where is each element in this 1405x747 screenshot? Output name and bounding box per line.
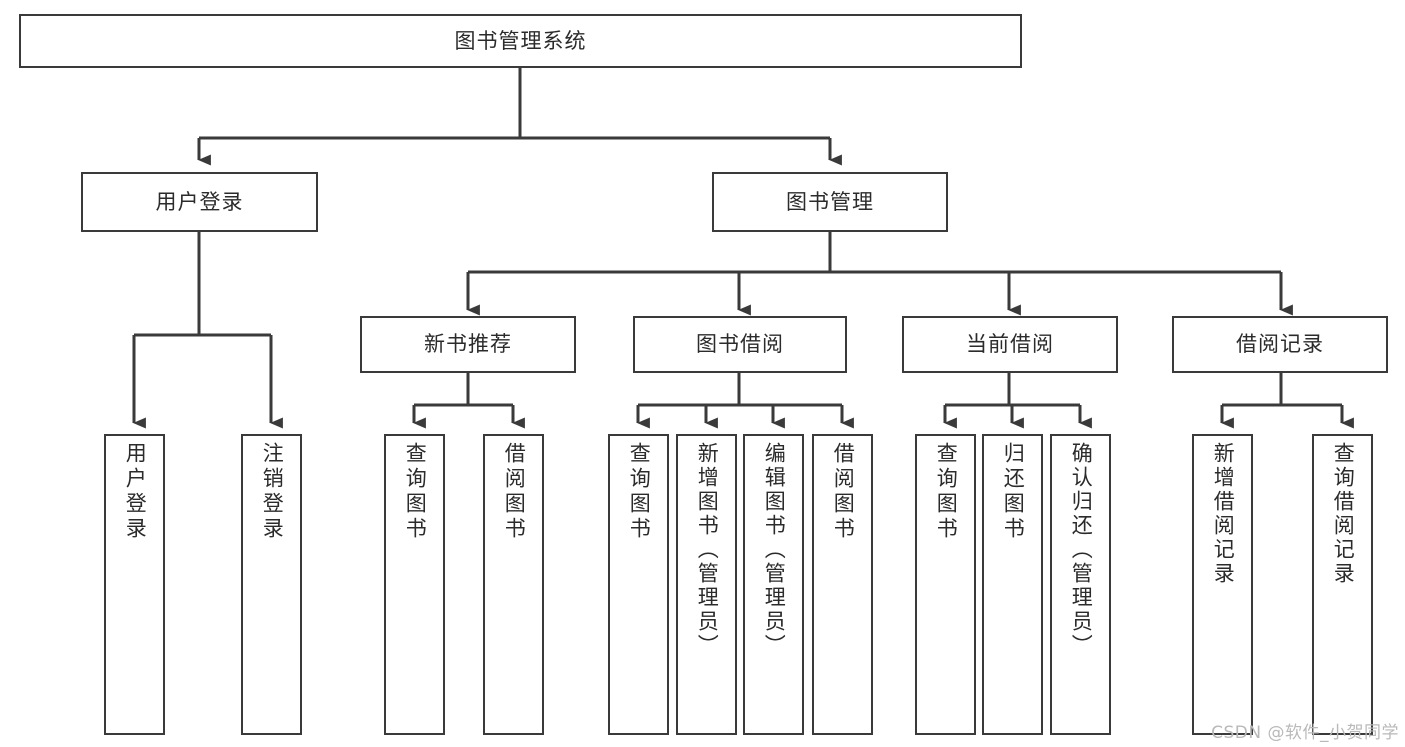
node-borrow-record[interactable]: 借阅记录 — [1172, 316, 1388, 373]
node-new-book-recommend-label: 新书推荐 — [424, 332, 512, 356]
node-leaf-edit-book-label: 编辑图书（管理员） — [762, 442, 787, 658]
node-leaf-return-book[interactable]: 归还图书 — [982, 434, 1043, 735]
node-user-login-label: 用户登录 — [155, 189, 244, 214]
node-leaf-query-book-3-label: 查询图书 — [934, 442, 959, 542]
node-leaf-query-record-label: 查询借阅记录 — [1331, 442, 1356, 586]
node-leaf-add-book-label: 新增图书（管理员） — [695, 442, 720, 658]
node-book-manage[interactable]: 图书管理 — [712, 172, 948, 232]
node-new-book-recommend[interactable]: 新书推荐 — [360, 316, 576, 373]
node-leaf-confirm-return[interactable]: 确认归还（管理员） — [1050, 434, 1111, 735]
node-book-borrow-label: 图书借阅 — [696, 332, 784, 356]
node-current-borrow[interactable]: 当前借阅 — [902, 316, 1118, 373]
node-leaf-borrow-book-1[interactable]: 借阅图书 — [483, 434, 544, 735]
node-leaf-edit-book[interactable]: 编辑图书（管理员） — [743, 434, 804, 735]
node-leaf-user-logout-label: 注销登录 — [260, 442, 285, 542]
node-leaf-query-book-3[interactable]: 查询图书 — [915, 434, 976, 735]
node-leaf-borrow-book-2-label: 借阅图书 — [831, 442, 856, 542]
node-user-login[interactable]: 用户登录 — [81, 172, 318, 232]
csdn-watermark: CSDN @软件_小贺同学 — [1211, 723, 1399, 743]
node-book-manage-label: 图书管理 — [786, 189, 874, 214]
node-leaf-query-book-2-label: 查询图书 — [627, 442, 652, 542]
node-leaf-borrow-book-2[interactable]: 借阅图书 — [812, 434, 873, 735]
node-root[interactable]: 图书管理系统 — [19, 14, 1022, 68]
node-leaf-query-book-2[interactable]: 查询图书 — [608, 434, 669, 735]
node-leaf-query-book-1[interactable]: 查询图书 — [384, 434, 445, 735]
node-leaf-return-book-label: 归还图书 — [1001, 442, 1026, 542]
node-root-label: 图书管理系统 — [454, 28, 587, 53]
node-current-borrow-label: 当前借阅 — [966, 332, 1054, 356]
node-leaf-user-login-label: 用户登录 — [123, 442, 148, 542]
node-leaf-query-book-1-label: 查询图书 — [403, 442, 428, 542]
node-leaf-borrow-book-1-label: 借阅图书 — [502, 442, 527, 542]
node-leaf-user-login[interactable]: 用户登录 — [104, 434, 165, 735]
node-leaf-query-record[interactable]: 查询借阅记录 — [1312, 434, 1373, 735]
node-leaf-user-logout[interactable]: 注销登录 — [241, 434, 302, 735]
node-leaf-add-record[interactable]: 新增借阅记录 — [1192, 434, 1253, 735]
node-leaf-add-book[interactable]: 新增图书（管理员） — [676, 434, 737, 735]
node-borrow-record-label: 借阅记录 — [1236, 332, 1324, 356]
node-leaf-confirm-return-label: 确认归还（管理员） — [1069, 442, 1094, 658]
node-leaf-add-record-label: 新增借阅记录 — [1211, 442, 1236, 586]
node-book-borrow[interactable]: 图书借阅 — [633, 316, 847, 373]
